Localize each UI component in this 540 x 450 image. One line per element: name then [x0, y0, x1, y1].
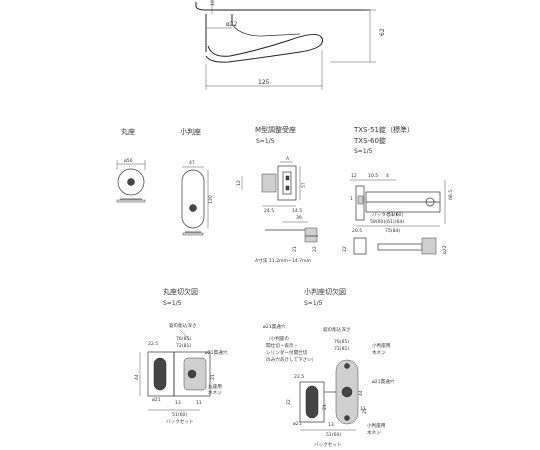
oval-cutout-note-4: のみ穴あけして下さい）	[266, 356, 316, 363]
round-cutout-drawing: 丸座切欠図 S=1/5 錠の彫込深さ 22.5 76(85) 72(81) ø2…	[134, 287, 228, 425]
oval-cutout-backset-label: バックセット	[314, 442, 342, 448]
oval-cutout-note-1: （小判座の	[266, 335, 289, 342]
oval-cutout-note-2: 間仕切・表示・	[266, 342, 298, 349]
round-rosette-dia-dim: ø56	[124, 158, 133, 164]
lock-scale: S=1/5	[354, 148, 373, 155]
oval-cutout-76-85-dim: 76(85)	[334, 339, 349, 345]
strike-24-5-dim: 24.5	[264, 208, 274, 214]
strike-plate-drawing: M型調整受座 S=1/5 A 57 12 24.5 14.5 39 21 22 …	[236, 125, 318, 264]
lock-4-dim: 4	[386, 173, 389, 179]
lock-68-5-dim: 68.5	[448, 190, 454, 200]
oval-cutout-screw-label-4: 木ネジ	[367, 429, 381, 436]
round-cutout-21-dim: 21	[210, 374, 216, 380]
round-cutout-dia21-dim: ø21	[152, 397, 161, 403]
oval-cutout-25-dim: 25	[362, 408, 368, 414]
oval-cutout-title: 小判座切欠図	[304, 287, 346, 296]
strike-12-dim: 12	[236, 180, 242, 186]
lock-backset-values: 51(60)	[388, 212, 403, 218]
round-cutout-backset-value: 51(60)	[172, 412, 187, 418]
lock-22-dim: 22	[342, 246, 348, 252]
strike-14-5-dim: 14.5	[292, 208, 302, 214]
oval-cutout-22-dim: 22	[286, 399, 292, 405]
lever-rosette-dia-dim: ø22	[226, 21, 237, 28]
lock-backset-label: バックセット	[372, 212, 400, 218]
oval-cutout-11-dim: 11	[360, 406, 366, 412]
strike-57-dim: 57	[301, 182, 307, 188]
lock-title-2: TXS-60錠	[353, 136, 386, 145]
oval-cutout-13-dim: 13	[328, 422, 334, 428]
lock-20-5-dim: 20.5	[352, 228, 362, 234]
lock-10-5-dim: 10.5	[368, 173, 378, 179]
strike-22-dim: 22	[312, 246, 318, 252]
round-cutout-backset-label: バックセット	[166, 419, 194, 425]
oval-cutout-72-81-dim: 72(81)	[334, 346, 349, 352]
round-cutout-depth-label: 錠の彫込深さ	[169, 322, 197, 329]
oval-cutout-21-dim: 21	[322, 404, 328, 410]
round-cutout-screw-label-1: 丸座用	[208, 383, 222, 390]
oval-cutout-through-hole: ø21貫通穴	[372, 378, 395, 385]
oval-cutout-backset-value: 51(60)	[326, 432, 341, 438]
strike-a-note: A寸法 11.2mm~14.7mm	[255, 257, 312, 264]
lock-75-84-dim: 75(84)	[385, 228, 400, 234]
round-cutout-22-5-dim: 22.5	[148, 341, 158, 347]
oval-cutout-note-3: シリンダー付間仕切	[266, 349, 308, 356]
oval-rosette-width-dim: 47	[189, 160, 195, 166]
oval-cutout-22-5-dim: 22.5	[294, 374, 304, 380]
strike-title: M型調整受座	[255, 125, 296, 134]
lever-height-dim: 62	[379, 28, 386, 36]
oval-cutout-screw-label-1: 小判座用	[372, 342, 391, 349]
round-cutout-screw-label-2: 木ネジ	[208, 389, 222, 396]
round-cutout-scale: S=1/5	[163, 300, 182, 307]
round-cutout-through-hole: ø21貫通穴	[205, 349, 228, 356]
round-cutout-72-81-dim: 72(81)	[176, 343, 191, 349]
lock-body-drawing: TXS-51錠（標準） TXS-60錠 S=1/5 12 10.5 4 1 68…	[342, 125, 454, 255]
round-cutout-44-dim: 44	[134, 374, 140, 380]
oval-cutout-screw-label-3: 小判座用	[367, 422, 386, 429]
oval-rosette-drawing: 小判座 47 130	[180, 127, 214, 236]
oval-rosette-height-dim: 130	[208, 195, 214, 204]
strike-scale: S=1/5	[256, 138, 275, 145]
lock-59-64-dim: 59(60)(61)(64)	[370, 219, 404, 225]
lock-dia22-dim: ø22	[442, 245, 448, 254]
lock-1-dim: 1	[350, 196, 353, 202]
oval-cutout-scale: S=1/5	[304, 300, 323, 307]
oval-cutout-depth-label: 錠の彫込深さ	[323, 326, 351, 333]
round-cutout-13-dim: 13	[175, 400, 181, 406]
round-cutout-title: 丸座切欠図	[163, 287, 198, 296]
round-rosette-title: 丸座	[121, 127, 135, 136]
strike-21-dim: 21	[292, 246, 298, 252]
round-rosette-drawing: 丸座 ø56	[116, 127, 146, 203]
oval-cutout-44-dim: 44	[358, 390, 364, 396]
oval-cutout-drawing: 小判座切欠図 S=1/5 ø21貫通穴 錠の彫込深さ 76(85) 72(81)…	[263, 287, 395, 448]
round-cutout-11-dim: 11	[196, 400, 202, 406]
oval-cutout-through-hole-top: ø21貫通穴	[263, 323, 286, 330]
lever-length-dim: 125	[258, 79, 270, 86]
strike-39-dim: 39	[296, 215, 302, 221]
lock-12-dim: 12	[351, 173, 357, 179]
lever-top-offset-dim: 10	[210, 0, 216, 6]
oval-rosette-title: 小判座	[180, 127, 201, 136]
oval-cutout-screw-label-2: 木ネジ	[372, 349, 386, 356]
strike-a-dim: A	[286, 156, 290, 162]
lever-handle-drawing: 10 ø22 62 125	[195, 0, 386, 90]
lock-title-1: TXS-51錠（標準）	[353, 125, 414, 134]
oval-cutout-dia21-dim: ø21	[293, 421, 302, 427]
round-cutout-76-85-dim: 76(85)	[176, 336, 191, 342]
